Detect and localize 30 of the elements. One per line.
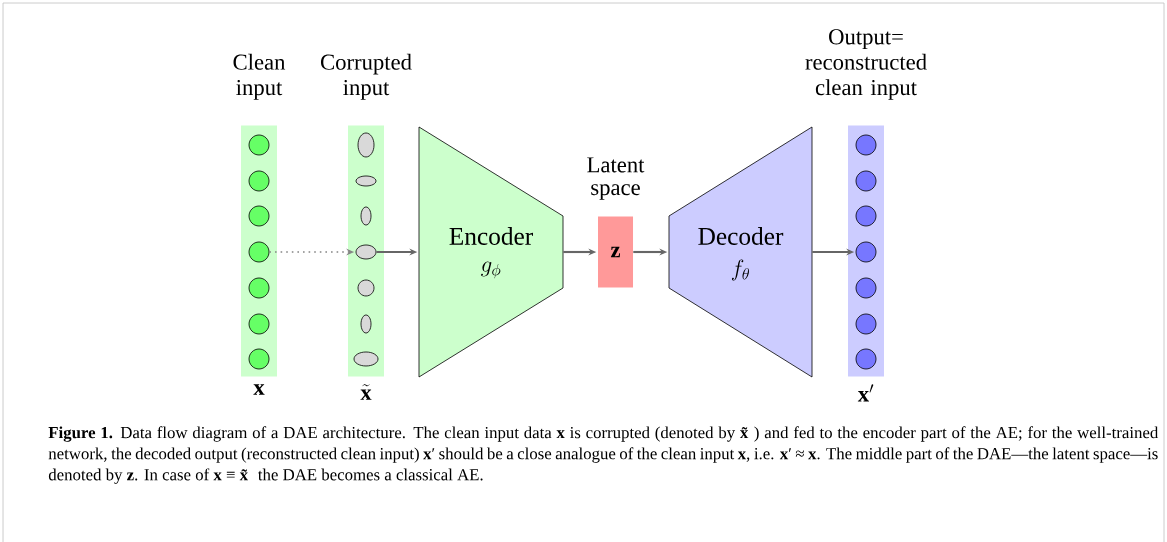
neuron-circle <box>248 205 270 227</box>
neuron-circle <box>357 279 375 297</box>
vector-symbol: $\mathbf{x}$ <box>253 384 265 395</box>
neuron-ellipse <box>355 244 377 260</box>
neuron-circle <box>248 313 270 335</box>
decoder-trapezoid: Decoder $f_\theta$ <box>668 126 813 378</box>
neuron-circle <box>855 170 877 192</box>
vector-symbol: $\mathbf{x}'$ <box>857 384 874 402</box>
column-heading: Output= reconstructed clean input <box>805 29 927 100</box>
neuron-circle <box>248 277 270 299</box>
vector-symbol: $\tilde{\mathbf{x}}$ <box>360 384 372 400</box>
neuron-circle <box>855 205 877 227</box>
neuron-circle <box>855 313 877 335</box>
neuron-circle <box>855 348 877 370</box>
neuron-circle <box>248 241 270 263</box>
neuron-circle <box>248 170 270 192</box>
latent-box: $\mathbf{z}$ <box>598 216 633 288</box>
neuron-circle <box>855 277 877 299</box>
neuron-circle <box>855 134 877 156</box>
neuron-circle <box>855 241 877 263</box>
neuron-ellipse <box>353 351 379 367</box>
neuron-circle <box>248 134 270 156</box>
column-heading: Clean input <box>233 53 286 100</box>
column-heading: Corrupted input <box>321 53 412 100</box>
neuron-ellipse <box>355 175 377 187</box>
neuron-circle <box>248 348 270 370</box>
encoder-trapezoid: Encoder $g_\phi$ <box>418 126 564 378</box>
latent-heading: Latent space <box>587 157 645 200</box>
figure-caption: Figure 1. Data flow diagram of a DAE architecture. The clean input data x is corrupted (denoted by x̃) and fed to the encoder part of the AE; for the well-trained network, the decoded output (reconstructed clean input) x′ should be a close analogue of the clean input x, i.e. x′ ≈ x. The middle part of the DAE—the latent space—is denoted by z. In case of x ≡ x̃ the DAE becomes a classical AE. <box>48 426 1159 484</box>
neuron-ellipse <box>357 132 375 158</box>
